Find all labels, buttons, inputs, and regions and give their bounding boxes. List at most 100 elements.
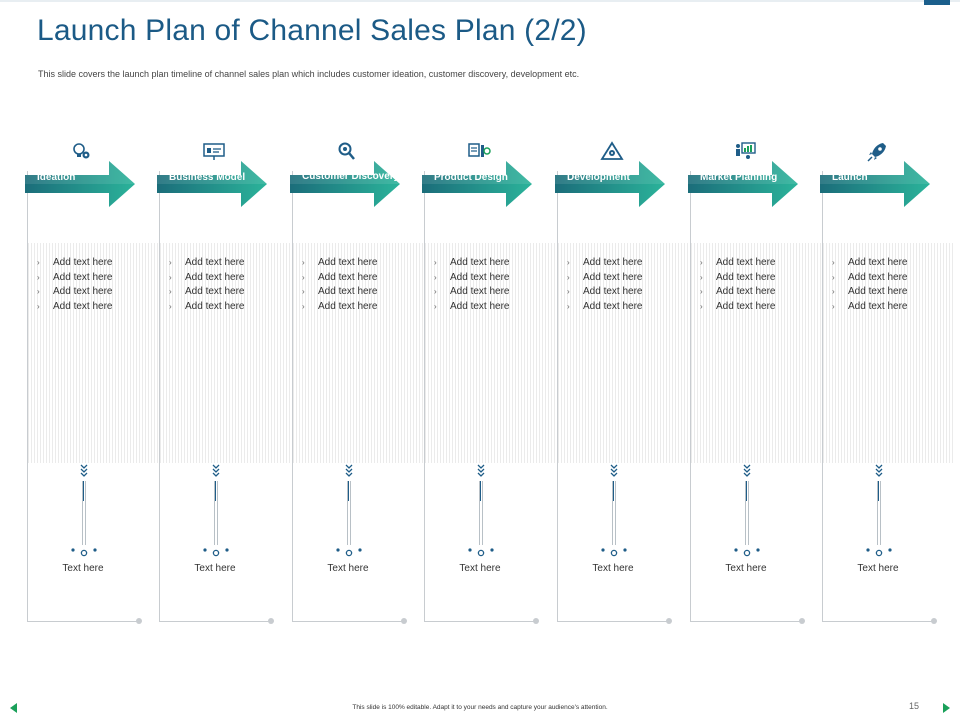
list-item: › Add text here — [700, 285, 775, 300]
bullet-text: Add text here — [848, 286, 908, 298]
node-dots-icon — [202, 544, 230, 557]
idea-gear-icon — [70, 140, 94, 162]
column-texture — [558, 243, 690, 463]
bullet-chevron-icon: › — [832, 272, 835, 282]
list-item: ›Add text here — [169, 256, 244, 271]
bullet-chevron-icon: › — [700, 301, 703, 311]
column-texture — [160, 243, 292, 463]
node-dots-icon — [70, 544, 98, 557]
bullet-chevron-icon: › — [169, 287, 172, 297]
team-chart-icon — [733, 140, 757, 162]
list-item: ›Add text here — [302, 300, 377, 315]
list-item: ›Add text here — [169, 300, 244, 315]
stage-label: Product Design — [434, 172, 508, 183]
next-slide-icon[interactable] — [943, 703, 950, 713]
previous-slide-icon[interactable] — [10, 703, 17, 713]
bullet-text: Add text here — [318, 257, 378, 268]
bullet-chevron-icon: › — [37, 258, 40, 267]
stage-footer-text: Text here — [459, 563, 501, 574]
list-item: ›Add text here — [832, 285, 907, 300]
column-end-dot — [931, 618, 937, 624]
list-item: ›Add text here — [700, 256, 775, 271]
presentation-board-icon — [202, 140, 226, 162]
bullet-text: Add text here — [583, 271, 643, 283]
stage-arrow[interactable]: Business Model — [157, 158, 269, 210]
bullet-list: ›Add text here›Add text here›Add text he… — [567, 256, 642, 314]
bullet-text: Add text here — [318, 286, 378, 298]
column-end-dot — [666, 618, 672, 624]
list-item: ›Add text here — [832, 300, 907, 315]
stage-arrow[interactable]: Ideation — [25, 158, 137, 210]
connector-stem — [347, 481, 351, 545]
stage-arrow[interactable]: Customer Discovery — [290, 158, 402, 210]
bullet-text: Add text here — [450, 286, 510, 298]
bullet-chevron-icon: › — [37, 272, 40, 282]
connector-line — [878, 481, 879, 501]
bullet-text: Add text here — [716, 271, 776, 283]
stage-label: Launch — [832, 172, 868, 183]
column-frame — [690, 171, 802, 622]
bullet-text: Add text here — [53, 300, 113, 312]
connector-line — [215, 481, 216, 501]
list-item: ›Add text here — [37, 285, 112, 300]
column-frame — [424, 171, 536, 622]
column-end-dot — [268, 618, 274, 624]
bullet-text: Add text here — [450, 257, 510, 268]
stage-label: Market Planning — [700, 172, 778, 183]
bullet-text: Add text here — [185, 271, 245, 283]
node-dots-icon — [865, 544, 893, 557]
stage-arrow[interactable]: Launch — [820, 158, 932, 210]
list-item: › Add text here — [169, 271, 244, 286]
connector-line — [348, 481, 349, 501]
bullet-chevron-icon: › — [302, 287, 305, 297]
list-item: › Add text here — [37, 256, 112, 271]
stage-arrow[interactable]: Product Design — [422, 158, 534, 210]
stage-arrow[interactable]: Development — [555, 158, 667, 210]
stage-label: Ideation — [37, 172, 76, 183]
column-frame — [27, 171, 139, 622]
bullet-text: Add text here — [583, 286, 643, 298]
list-item: ›Add text here — [302, 256, 377, 271]
bullet-chevron-icon: › — [302, 272, 305, 282]
chevron-down-icon — [210, 464, 222, 482]
bullet-chevron-icon: › — [169, 272, 172, 282]
bullet-list: ›Add text here›Add text here›Add text he… — [700, 256, 775, 314]
bullet-chevron-icon: › — [37, 287, 40, 297]
list-item: ›Add text here — [832, 256, 907, 271]
column-texture — [691, 243, 823, 463]
bullet-chevron-icon: › — [567, 287, 570, 297]
bullet-chevron-icon: › — [434, 287, 437, 297]
column-texture — [28, 243, 160, 463]
column-end-dot — [533, 618, 539, 624]
bullet-text: Add text here — [583, 257, 643, 268]
bullet-chevron-icon: › — [37, 301, 40, 311]
bullet-chevron-icon: › — [434, 272, 437, 282]
column-frame — [822, 171, 934, 622]
list-item: ›Add text here — [700, 271, 775, 286]
column-frame — [292, 171, 404, 622]
chevron-down-icon — [343, 464, 355, 482]
stage-column: Customer Discovery›Add text here›Add tex… — [290, 136, 425, 626]
bullet-text: Add text here — [716, 257, 776, 268]
connector-line — [746, 481, 747, 501]
list-item: ›Add text here — [567, 256, 642, 271]
bullet-text: Add text here — [450, 271, 510, 283]
connector-stem — [82, 481, 86, 545]
column-texture — [425, 243, 557, 463]
bullet-list: ›Add text here›Add text here›Add text he… — [37, 256, 112, 314]
stage-label: Development — [567, 172, 630, 183]
bullet-text: Add text here — [53, 257, 113, 268]
list-item: ›Add text here — [434, 256, 509, 271]
list-item: ›Add text here — [567, 271, 642, 286]
bullet-text: Add text here — [848, 257, 908, 268]
stage-footer-text: Text here — [327, 563, 369, 574]
rocket-icon — [865, 140, 889, 162]
stage-arrow[interactable]: Market Planning — [688, 158, 800, 210]
connector-stem — [214, 481, 218, 545]
bullet-chevron-icon: › — [700, 287, 703, 297]
bullet-text: Add text here — [185, 286, 245, 298]
bullet-text: Add text here — [716, 286, 776, 298]
list-item: ›Add text here — [832, 271, 907, 286]
stage-column: Business Model › Add text here › Add text he… — [157, 136, 292, 626]
bullet-chevron-icon: › — [302, 301, 305, 311]
